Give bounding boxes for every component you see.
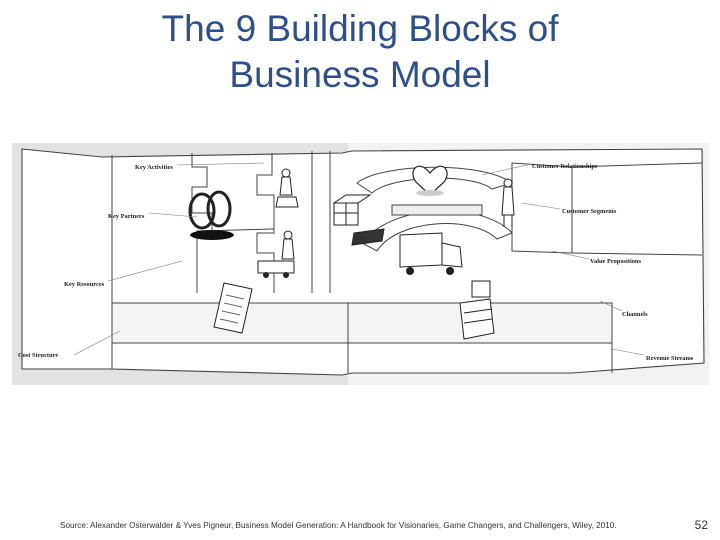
label-customer-relationships: Customer Relationships — [532, 163, 598, 170]
rings-icon — [188, 190, 234, 240]
band-edges — [111, 343, 613, 373]
title-line-1: The 9 Building Blocks of — [161, 8, 559, 49]
leader-customer-relationships — [481, 164, 528, 176]
page-number: 52 — [694, 518, 708, 532]
label-customer-segments: Customer Segments — [562, 208, 617, 215]
leader-value-propositions — [551, 250, 590, 260]
leader-revenue-streams — [611, 348, 645, 356]
label-key-activities: Key Activities — [135, 164, 173, 171]
heart-icon — [412, 165, 448, 196]
leader-customer-segments — [521, 202, 561, 210]
leader-key-partners — [148, 212, 198, 218]
business-model-canvas-illustration: Key Activities Key Partners Key Resource… — [12, 143, 709, 385]
gift-icon — [332, 194, 372, 226]
document-icon — [213, 282, 253, 334]
truck-icon — [399, 232, 463, 275]
canvas-svg: Key Activities Key Partners Key Resource… — [12, 143, 709, 385]
leader-key-activities — [176, 162, 265, 166]
label-key-partners: Key Partners — [108, 213, 145, 220]
leader-key-resources — [107, 260, 183, 282]
slide-title: The 9 Building Blocks of Business Model — [0, 6, 720, 98]
label-key-resources: Key Resources — [64, 281, 105, 288]
label-value-propositions: Value Propositions — [590, 258, 641, 265]
source-citation: Source: Alexander Osterwalder & Yves Pig… — [60, 521, 617, 530]
right-panel-edges — [571, 162, 703, 256]
label-cost-structure: Cost Structure — [18, 352, 58, 359]
leader-channels — [599, 300, 623, 312]
value-column-edges — [311, 151, 331, 293]
person-resources-icon — [257, 230, 295, 278]
label-revenue-streams: Revenue Streams — [646, 355, 694, 362]
label-channels: Channels — [622, 311, 648, 318]
leader-cost-structure — [73, 330, 121, 356]
channel-arrow — [361, 210, 513, 252]
keyboard-icon — [351, 228, 385, 246]
title-line-2: Business Model — [229, 54, 491, 95]
customer-person-icon — [501, 178, 515, 227]
person-icon — [275, 168, 299, 208]
cash-register-icon — [459, 280, 495, 340]
value-bridge — [391, 204, 483, 216]
puzzle-edge-mid — [256, 153, 275, 293]
